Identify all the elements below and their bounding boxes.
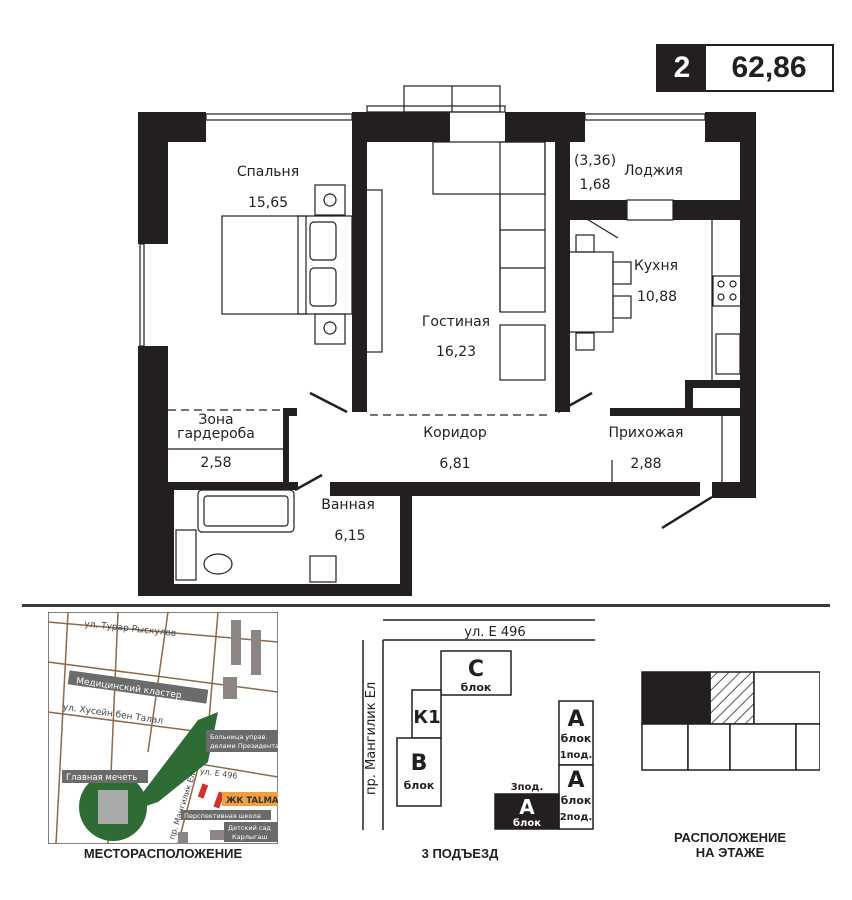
total-area: 62,86 — [731, 51, 807, 84]
block-a3-sub: 3под. — [511, 782, 544, 793]
section-divider — [22, 604, 830, 607]
map-label-hospital-2: делами Президента — [210, 742, 278, 750]
floor-position-caption-1: РАСПОЛОЖЕНИЕ — [674, 830, 786, 845]
block-a2-label: блок — [561, 794, 592, 807]
park — [128, 712, 218, 812]
block-a3-label: блок — [513, 817, 541, 829]
room-wardrobe-name-1: Зона — [198, 412, 233, 428]
block-c-label: блок — [461, 681, 492, 694]
block-a3-letter: A — [519, 795, 535, 819]
block-a2-sub: 2под. — [560, 812, 593, 823]
block-b-label: блок — [404, 779, 435, 792]
scheme-avenue: пр. Мангилик Ел — [364, 682, 379, 795]
floor-plan: Спальня 15,65 Гостиная 16,23 Лоджия (3,3… — [138, 85, 756, 596]
map-label-school: Перспективная школа — [184, 812, 261, 820]
block-b-letter: B — [411, 751, 428, 776]
room-hallway-area: 2,88 — [630, 456, 661, 472]
block-a1-sub: 1под. — [560, 750, 593, 761]
room-corridor-name: Коридор — [423, 425, 487, 441]
room-count: 2 — [658, 46, 706, 90]
block-a2-letter: A — [567, 768, 584, 793]
entrance-caption: 3 ПОДЪЕЗД — [421, 846, 499, 861]
map-label-mosque: Главная мечеть — [66, 773, 137, 783]
entrance-scheme: ул. Е 496 пр. Мангилик Ел C блок К1 B бл… — [362, 619, 595, 830]
floor-position-caption-2: НА ЭТАЖЕ — [695, 845, 765, 860]
room-hallway-name: Прихожая — [609, 425, 684, 441]
room-wardrobe-name-2: гардероба — [177, 426, 255, 442]
floor-position-scheme — [641, 671, 820, 771]
room-bathroom-name: Ванная — [321, 497, 375, 513]
block-k1-letter: К1 — [413, 707, 440, 728]
room-kitchen-name: Кухня — [634, 258, 678, 274]
scheme-street: ул. Е 496 — [464, 625, 525, 640]
room-wardrobe-area: 2,58 — [200, 455, 231, 471]
apartment-badge: 2 62,86 — [656, 44, 834, 92]
furniture — [168, 141, 742, 583]
room-corridor-area: 6,81 — [439, 456, 470, 472]
windows — [139, 85, 706, 347]
block-a1-label: блок — [561, 732, 592, 745]
floor-position-caption: РАСПОЛОЖЕНИЕ НА ЭТАЖЕ — [640, 830, 820, 860]
room-living-name: Гостиная — [422, 314, 490, 330]
map-buildings — [178, 620, 261, 844]
room-bedroom-area: 15,65 — [248, 195, 288, 211]
room-living-area: 16,23 — [436, 344, 476, 360]
map-label-hospital-1: Больница управ. — [210, 733, 267, 741]
block-c-letter: C — [468, 657, 484, 682]
room-kitchen-area: 10,88 — [637, 289, 677, 305]
room-loggia-area: 1,68 — [579, 177, 610, 193]
room-bathroom-area: 6,15 — [334, 528, 365, 544]
map-label-kindergarten-2: Карлыгаш — [232, 833, 267, 841]
talmas-complex — [197, 783, 225, 809]
walls — [138, 112, 756, 596]
map-label-kindergarten-1: Детский сад — [228, 824, 271, 832]
zone-lines — [168, 409, 552, 416]
block-a1-letter: A — [567, 707, 584, 732]
room-loggia-name: Лоджия — [624, 163, 683, 179]
map-label-complex: ЖК TALMAS — [226, 796, 278, 806]
room-loggia-area-full: (3,36) — [574, 153, 616, 169]
location-map: Медицинский кластер ул. Турар Рыскулов у… — [48, 612, 278, 844]
location-caption: МЕСТОРАСПОЛОЖЕНИЕ — [83, 846, 243, 861]
room-bedroom-name: Спальня — [237, 164, 299, 180]
doors — [294, 209, 713, 530]
